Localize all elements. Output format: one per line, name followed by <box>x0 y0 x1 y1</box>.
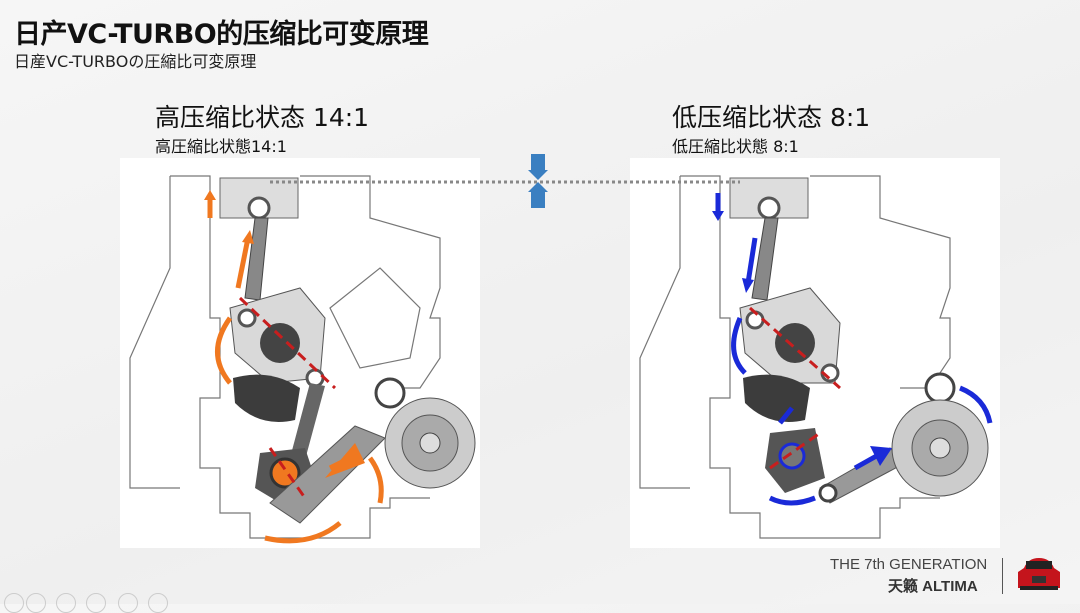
slide-subtitle: 日産VC-TURBOの圧縮比可変原理 <box>14 52 257 71</box>
slides-icon[interactable] <box>86 593 106 613</box>
zoom-icon[interactable] <box>118 593 138 613</box>
tdc-reference-line <box>270 180 740 184</box>
engine-diagram-low <box>639 175 993 539</box>
right-panel-subtitle: 低圧縮比状態 8:1 <box>672 137 799 156</box>
left-panel-title: 高压缩比状态 14:1 <box>155 103 370 132</box>
right-panel-title: 低压缩比状态 8:1 <box>672 103 871 132</box>
slide-title: 日产VC-TURBO的压缩比可变原理 <box>14 19 429 50</box>
more-icon[interactable] <box>148 593 168 613</box>
brand-model: 天籁 ALTIMA <box>888 578 978 595</box>
high-compression-diagram <box>120 158 480 548</box>
engine-diagram-high <box>129 175 476 544</box>
compression-marker-icon <box>528 154 548 208</box>
car-image <box>1018 558 1060 590</box>
pen-icon[interactable] <box>56 593 76 613</box>
brand-generation: THE 7th GENERATION <box>830 556 988 573</box>
left-panel-subtitle: 高圧縮比状態14:1 <box>155 137 287 156</box>
brand-divider <box>1002 558 1003 594</box>
pointer-icon[interactable] <box>26 593 46 613</box>
low-compression-diagram <box>630 158 1000 548</box>
previous-icon[interactable] <box>4 593 24 613</box>
